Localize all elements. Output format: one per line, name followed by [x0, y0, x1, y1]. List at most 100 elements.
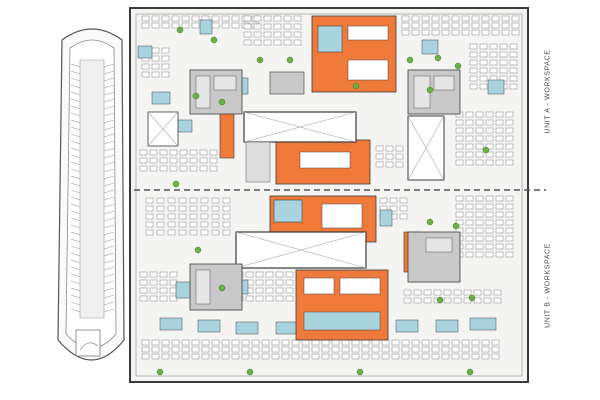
desk [481, 339, 490, 346]
planter [210, 36, 218, 44]
desk [149, 157, 158, 164]
desk [379, 197, 388, 204]
desk [221, 22, 230, 29]
desk [181, 22, 190, 29]
desk [169, 149, 178, 156]
desk [265, 295, 274, 302]
desk [151, 15, 160, 22]
desk [293, 23, 302, 30]
desk [505, 135, 514, 142]
desk [211, 353, 220, 360]
desk [475, 235, 484, 242]
desk [441, 353, 450, 360]
desk [181, 353, 190, 360]
ramp-tread [103, 287, 115, 292]
desk [159, 279, 168, 286]
ramp-tread [103, 301, 115, 306]
desk [145, 221, 154, 228]
desk [285, 295, 294, 302]
planter [454, 62, 462, 70]
desk [465, 227, 474, 234]
ramp-tread [103, 245, 115, 250]
ramp-tread [70, 217, 81, 222]
desk [509, 59, 518, 66]
ramp-tread [70, 252, 81, 257]
desk [263, 23, 272, 30]
desk [441, 29, 450, 36]
desk [455, 219, 464, 226]
desk [321, 353, 330, 360]
desk [293, 15, 302, 22]
meeting-room [435, 319, 459, 333]
desk [281, 353, 290, 360]
desk [149, 295, 158, 302]
desk [151, 47, 160, 54]
ramp-tread [70, 189, 81, 194]
unit-a-label: UNIT A - WORKSPACE [544, 49, 552, 134]
desk [251, 353, 260, 360]
desk [171, 22, 180, 29]
desk [395, 145, 404, 152]
desk [511, 22, 520, 29]
desk [191, 353, 200, 360]
desk [222, 213, 231, 220]
planter [172, 180, 180, 188]
desk [479, 75, 488, 82]
desk [403, 289, 412, 296]
desk [495, 135, 504, 142]
desk [509, 75, 518, 82]
ramp-tread [70, 245, 81, 250]
desk [465, 143, 474, 150]
desk [275, 271, 284, 278]
desk [389, 197, 398, 204]
desk [161, 353, 170, 360]
desk [293, 31, 302, 38]
desk [505, 243, 514, 250]
ramp-tread [103, 119, 115, 124]
ramp-tread [103, 273, 115, 278]
desk [475, 243, 484, 250]
ramp-tread [103, 126, 115, 131]
desk [211, 339, 220, 346]
desk [455, 135, 464, 142]
desk [495, 243, 504, 250]
desk [475, 119, 484, 126]
desk [485, 135, 494, 142]
desk [491, 29, 500, 36]
desk [169, 295, 178, 302]
desk [475, 219, 484, 226]
desk [465, 211, 474, 218]
desk [479, 43, 488, 50]
desk [291, 339, 300, 346]
desk [501, 29, 510, 36]
desk [479, 67, 488, 74]
desk [301, 339, 310, 346]
ramp-tread [103, 70, 115, 75]
meeting-room [487, 79, 505, 95]
ramp-tread [103, 231, 115, 236]
desk [495, 219, 504, 226]
desk [465, 251, 474, 258]
desk [491, 22, 500, 29]
desk [441, 346, 450, 353]
planter [218, 284, 226, 292]
desk [189, 197, 198, 204]
desk [178, 221, 187, 228]
desk [451, 353, 460, 360]
desk [411, 353, 420, 360]
desk [505, 127, 514, 134]
desk [261, 353, 270, 360]
desk [211, 221, 220, 228]
ramp-tread [103, 259, 115, 264]
desk [151, 71, 160, 78]
desk [209, 149, 218, 156]
desk [455, 119, 464, 126]
desk [311, 353, 320, 360]
desk [291, 353, 300, 360]
desk [255, 271, 264, 278]
planter [176, 26, 184, 34]
meeting-room [421, 39, 439, 55]
desk [171, 353, 180, 360]
desk [178, 197, 187, 204]
desk [199, 149, 208, 156]
